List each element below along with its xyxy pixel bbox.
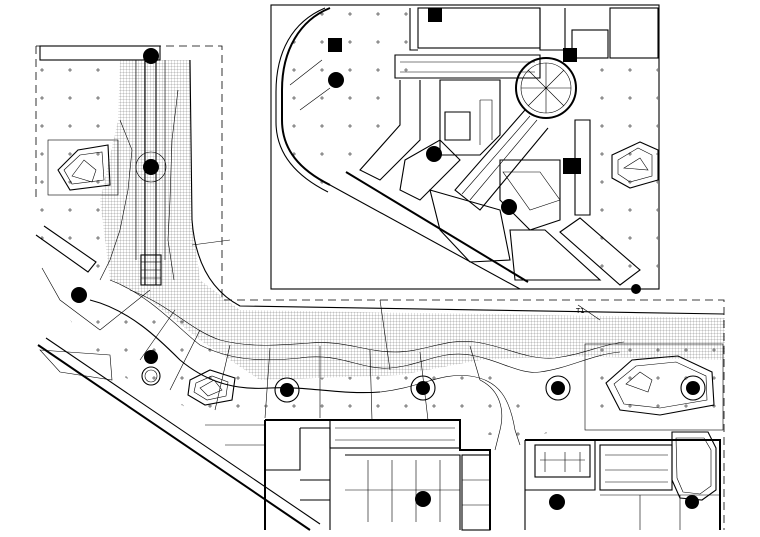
tree-grate-2: [410, 375, 436, 401]
column-square-4: [563, 158, 581, 174]
column-6: [143, 159, 159, 175]
column-8: [144, 350, 158, 364]
building-lower: [205, 419, 491, 531]
tree-grates: [274, 375, 706, 403]
column-7: [71, 287, 87, 303]
column-11: [685, 495, 699, 509]
tree-grate-1: [274, 377, 300, 403]
column-1: [328, 72, 344, 88]
paving-areas: [38, 60, 725, 440]
planter-left: [47, 139, 119, 196]
tree-grate-4: [680, 375, 706, 401]
tree-grate-3: [545, 375, 571, 401]
north-walkway: [39, 45, 179, 286]
column-3: [501, 199, 517, 215]
column-4: [631, 284, 641, 294]
column-square-3: [563, 48, 577, 62]
column-square-1: [328, 38, 342, 52]
annotation-tag: T1: [575, 304, 601, 321]
planter-center: [187, 369, 236, 406]
column-2: [426, 146, 442, 162]
building-lower-right: [524, 431, 721, 530]
column-9: [415, 491, 431, 507]
planter-right: [584, 343, 724, 431]
walkway-curves: [89, 59, 725, 451]
tag-label: T1: [575, 307, 585, 315]
column-square-2: [428, 8, 442, 22]
inset-plan-upper: [270, 4, 660, 294]
column-5: [143, 48, 159, 64]
column-10: [549, 494, 565, 510]
column-ring-1: [141, 366, 161, 386]
